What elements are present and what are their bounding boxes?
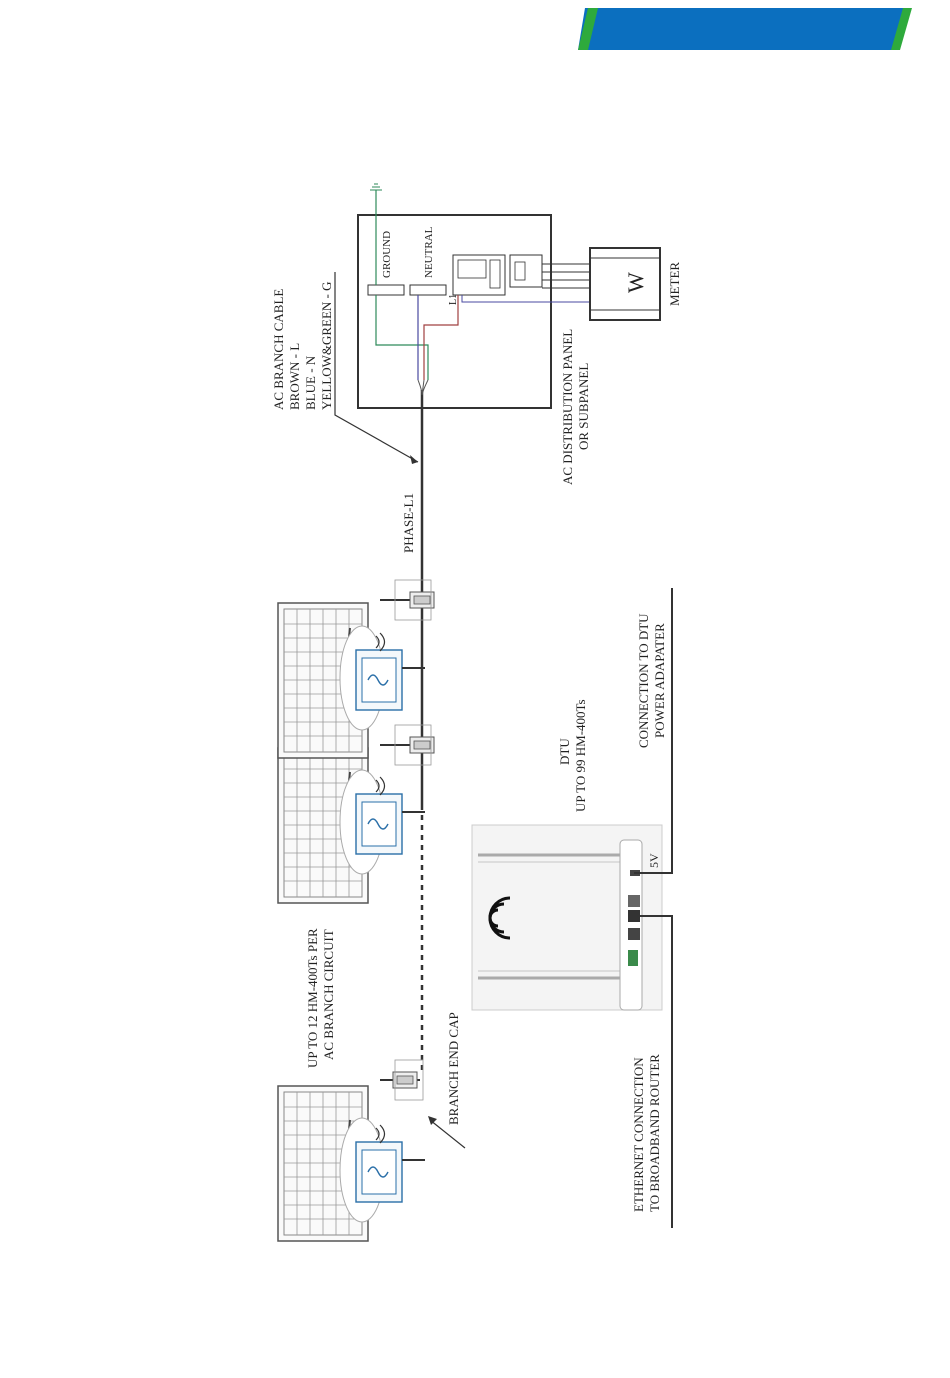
label-5v: 5V [647, 853, 661, 868]
label-meter: METER [667, 262, 682, 306]
label-ethernet-2: TO BROADBAND ROUTER [647, 1054, 662, 1212]
label-ac-branch-cable: AC BRANCH CABLE [271, 289, 286, 410]
label-brown-l: BROWN - L [287, 343, 302, 410]
dtu-device [472, 825, 662, 1010]
label-per-circuit-1: UP TO 12 HM-400Ts PER [305, 928, 320, 1068]
label-ground: GROUND [381, 231, 393, 278]
label-phase-l1: PHASE-L1 [401, 493, 416, 553]
branch-connector-2 [410, 737, 434, 753]
label-l1: L1 [448, 294, 459, 305]
terminal-block [628, 950, 638, 966]
label-dtu-power-1: CONNECTION TO DTU [636, 613, 651, 748]
label-dtu-power-2: POWER ADAPATER [652, 623, 667, 738]
label-per-circuit-2: AC BRANCH CIRCUIT [321, 929, 336, 1060]
label-yellow-green-g: YELLOW&GREEN - G [319, 281, 334, 410]
neutral-bar [410, 285, 446, 295]
banner-blue-bar [578, 8, 910, 50]
lan-port [628, 928, 640, 940]
label-branch-end-cap: BRANCH END CAP [446, 1012, 461, 1125]
microinverter-3 [340, 626, 425, 730]
label-meter-w: W [623, 272, 648, 293]
branch-connector-1 [410, 592, 434, 608]
label-neutral: NEUTRAL [423, 226, 435, 278]
label-ac-branch-cable-group: AC BRANCH CABLE BROWN - L BLUE - N YELLO… [271, 281, 334, 410]
ac-distribution-panel [358, 190, 590, 408]
microinverter-2 [340, 770, 425, 874]
branch-end-cap [393, 1072, 417, 1088]
ground-symbol-icon [370, 184, 382, 190]
header-banner [578, 8, 912, 50]
label-ac-panel-2: OR SUBPANEL [576, 363, 591, 450]
label-ac-panel-1: AC DISTRIBUTION PANEL [560, 329, 575, 485]
label-blue-n: BLUE - N [303, 355, 318, 410]
label-ethernet-1: ETHERNET CONNECTION [631, 1057, 646, 1212]
label-dtu-capacity: UP TO 99 HM-400Ts [573, 699, 588, 812]
label-dtu: DTU [557, 738, 572, 765]
ground-bar [368, 285, 404, 295]
microinverter-1 [340, 1118, 425, 1222]
usb-port [628, 895, 640, 907]
